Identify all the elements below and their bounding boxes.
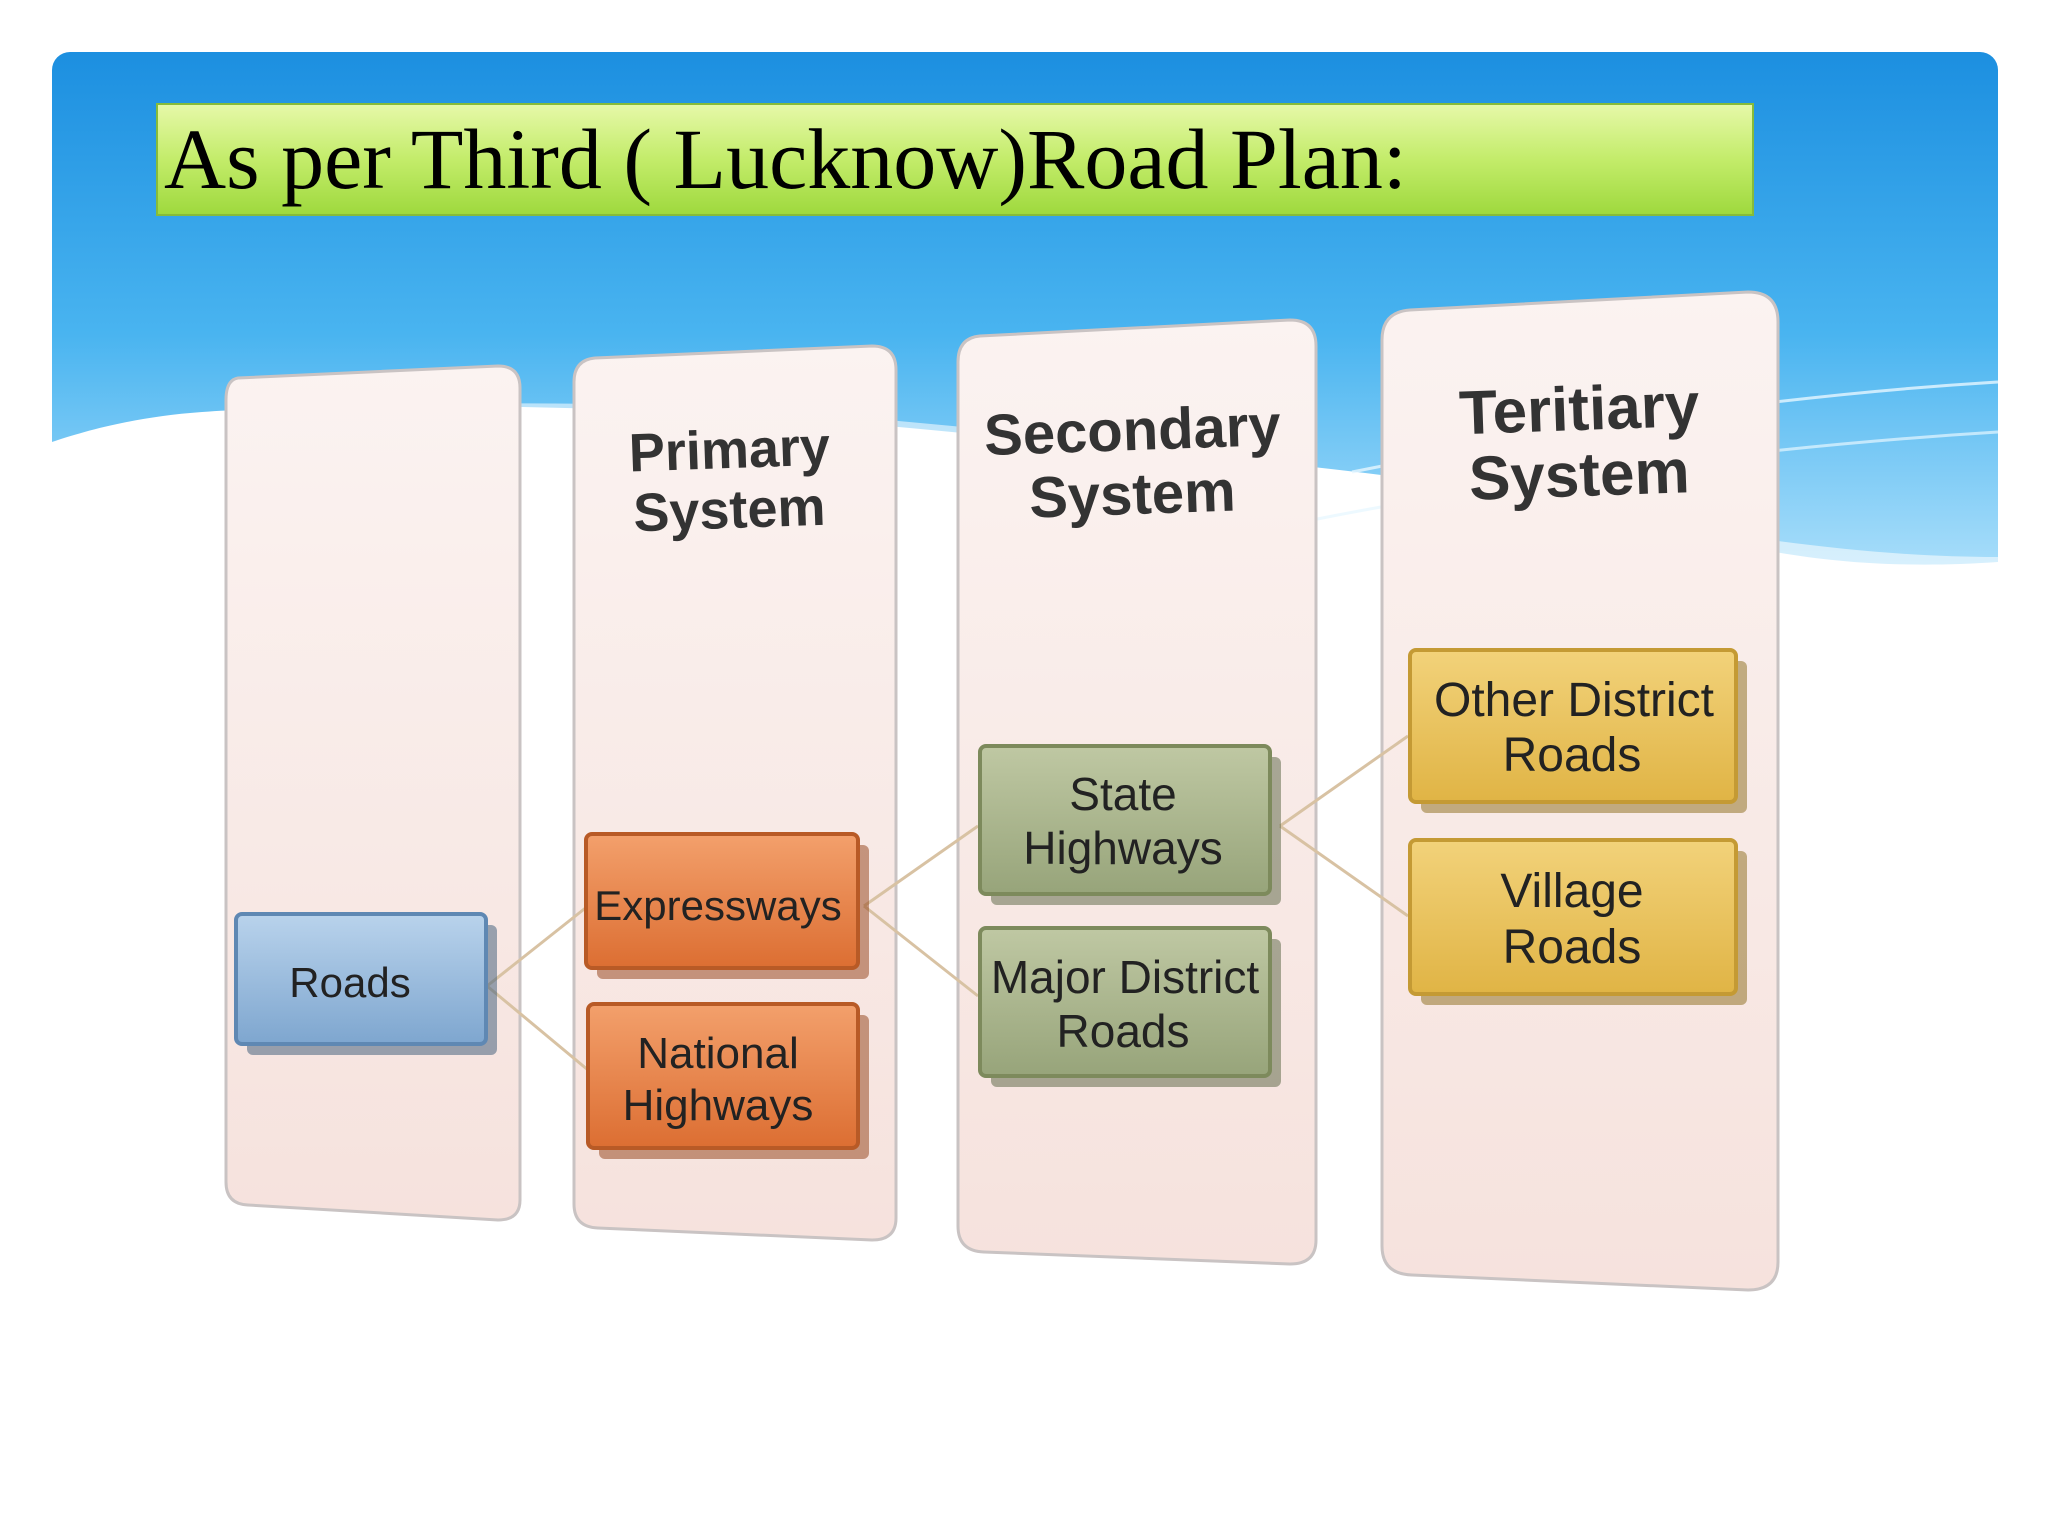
box-village-roads: Village Roads (1408, 838, 1747, 1005)
column-panel-roads (224, 364, 522, 1222)
box-label-national-highways-line1: National (637, 1029, 798, 1078)
column-header-primary-line1: Primary (628, 417, 831, 484)
box-expressways: Expressways (584, 832, 869, 979)
connectors (486, 734, 1409, 1072)
box-other-district-roads: Other District Roads (1408, 648, 1747, 813)
page-title: As per Third ( Lucknow)Road Plan: (164, 111, 1407, 207)
box-state-highways: State Highways (978, 744, 1281, 905)
box-label-roads: Roads (289, 959, 410, 1006)
connector-expressways-major-district-roads (863, 904, 979, 998)
connector-state-highways-other-district-roads (1279, 734, 1409, 828)
box-national-highways: National Highways (586, 1002, 869, 1159)
box-label-state-highways-line1: State (1069, 768, 1176, 820)
column-header-primary-line2: System (632, 477, 826, 544)
box-label-major-district-roads-line2: Roads (1057, 1005, 1190, 1057)
connector-roads-expressways (486, 904, 589, 988)
box-label-state-highways-line2: Highways (1023, 822, 1222, 874)
box-label-other-district-roads-line1: Other District (1434, 674, 1714, 727)
box-roads: Roads (234, 912, 497, 1055)
connector-expressways-state-highways (863, 824, 979, 908)
connector-roads-national-highways (486, 984, 589, 1072)
column-header-tertiary-line2: System (1468, 437, 1691, 514)
box-label-major-district-roads-line1: Major District (991, 951, 1260, 1003)
box-label-expressways: Expressways (594, 882, 841, 929)
column-header-tertiary-line1: Teritiary (1458, 371, 1701, 448)
box-label-other-district-roads-line2: Roads (1503, 729, 1642, 782)
title-box: As per Third ( Lucknow)Road Plan: (156, 103, 1754, 216)
box-label-village-roads-line1: Village (1500, 865, 1643, 918)
box-label-village-roads-line2: Roads (1503, 921, 1642, 974)
connector-state-highways-village-roads (1279, 824, 1409, 918)
box-label-national-highways-line2: Highways (623, 1081, 814, 1130)
column-header-secondary-line2: System (1028, 458, 1236, 530)
box-major-district-roads: Major District Roads (978, 926, 1281, 1087)
column-header-secondary-line1: Secondary (983, 393, 1282, 468)
